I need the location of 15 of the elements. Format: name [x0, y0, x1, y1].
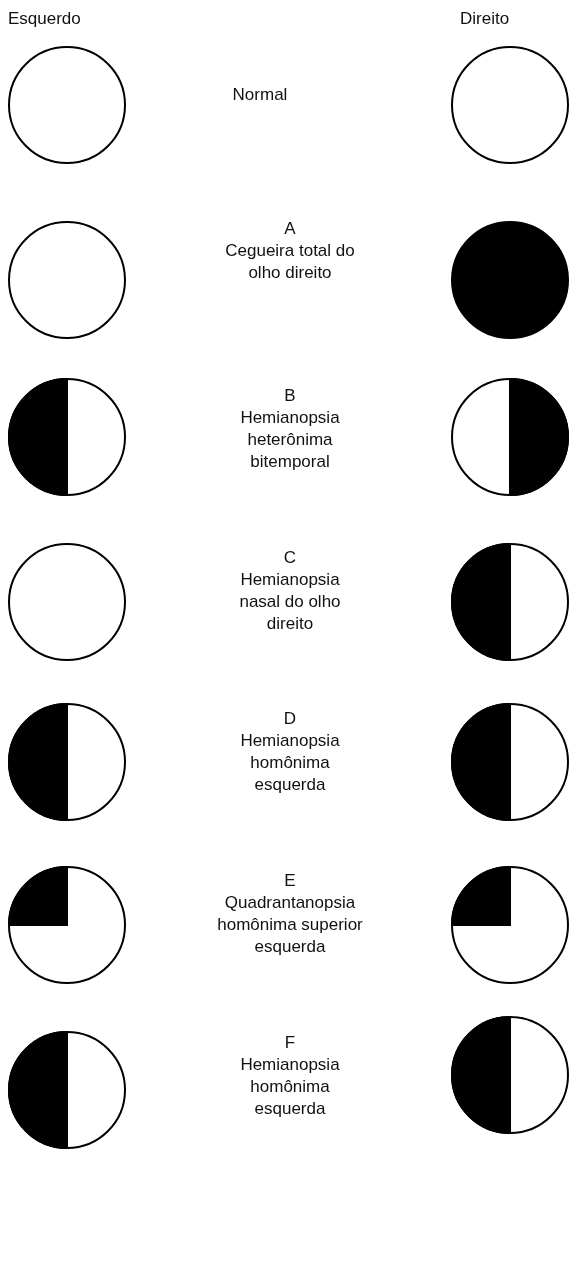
condition-letter: F	[283, 1032, 297, 1054]
condition-label: Hemianopsia homônima esquerda	[239, 1054, 341, 1120]
condition-label: Hemianopsia nasal do olho direito	[238, 569, 342, 635]
condition-letter: B	[283, 385, 297, 407]
condition-letter: C	[282, 547, 298, 569]
column-heading: Esquerdo	[8, 8, 82, 30]
condition-label: Normal	[231, 84, 289, 106]
condition-letter: E	[283, 870, 297, 892]
condition-label: Cegueira total do olho direito	[225, 240, 355, 284]
condition-label: Quadrantanopsia homônima superior esquerda	[216, 892, 364, 958]
condition-label: Hemianopsia heterônima bitemporal	[239, 407, 341, 473]
condition-letter: D	[282, 708, 298, 730]
column-heading: Direito	[460, 8, 511, 30]
condition-label: Hemianopsia homônima esquerda	[239, 730, 341, 796]
condition-letter: A	[283, 218, 297, 240]
